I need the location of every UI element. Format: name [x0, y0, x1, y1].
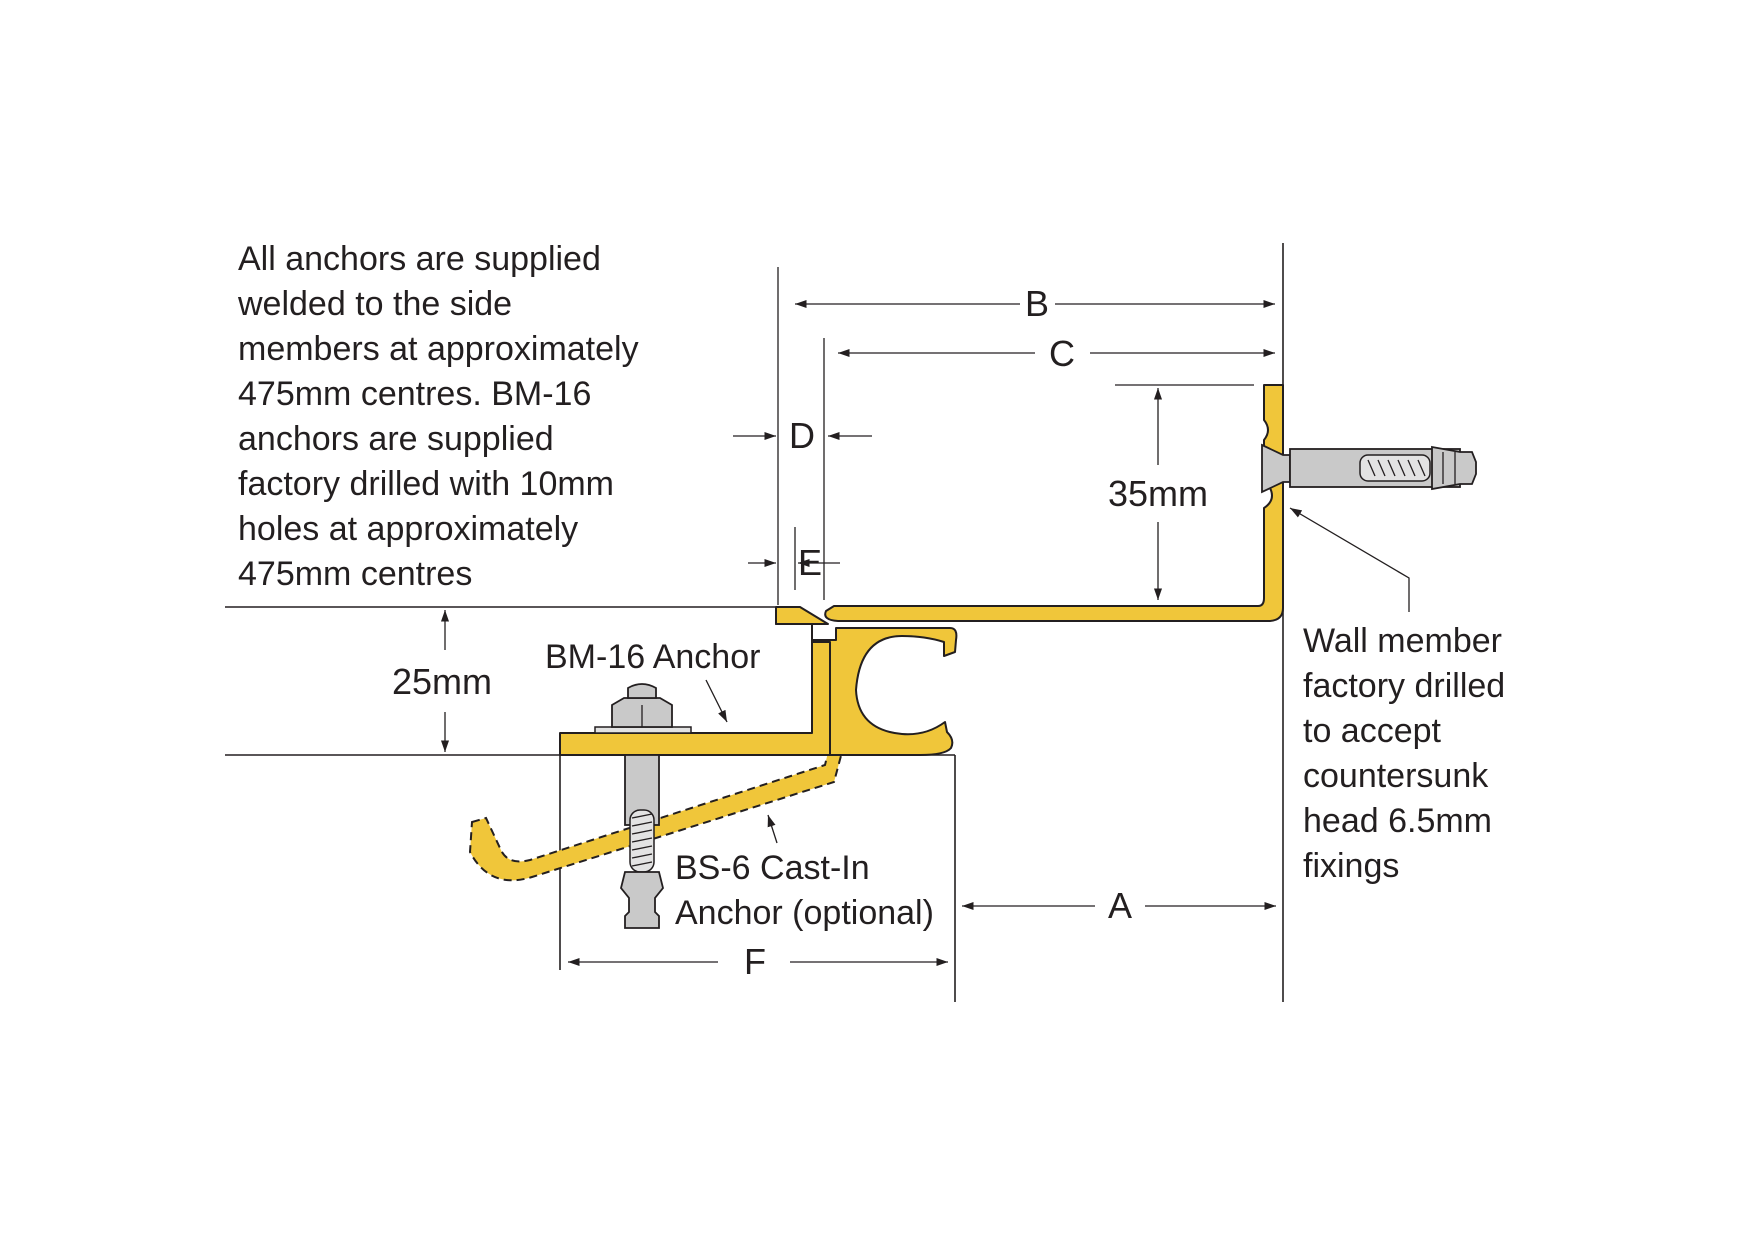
anchors-note-line: holes at approximately — [238, 510, 578, 548]
anchors-note-line: welded to the side — [237, 285, 512, 323]
wall-member-note-line: fixings — [1303, 847, 1399, 885]
dim-d-label: D — [789, 415, 815, 456]
anchors-note-line: anchors are supplied — [238, 420, 554, 458]
anchors-note-line: 475mm centres — [238, 555, 472, 593]
wall-member-note-line: to accept — [1303, 712, 1442, 750]
bs6-anchor-label-line1: BS-6 Cast-In — [675, 849, 870, 887]
dim-25mm-label: 25mm — [392, 661, 492, 702]
dim-a-label: A — [1108, 885, 1132, 926]
dim-b-label: B — [1025, 283, 1049, 324]
wall-member-note-line: factory drilled — [1303, 667, 1505, 705]
anchors-note-line: 475mm centres. BM-16 — [238, 375, 591, 413]
wall-member-profile — [824, 384, 1284, 622]
wall-member-note-line: countersunk — [1303, 757, 1489, 795]
bs6-anchor-label-line2: Anchor (optional) — [675, 894, 934, 932]
wall-fixing-bolt — [1261, 443, 1477, 494]
bm16-leader-arrow — [705, 679, 728, 723]
wall-member-note-line: Wall member — [1303, 622, 1502, 660]
anchors-note-line: members at approximately — [238, 330, 639, 368]
bm16-bolt — [594, 683, 692, 929]
dim-c-label: C — [1049, 333, 1075, 374]
anchors-note: All anchors are supplied welded to the s… — [237, 240, 639, 593]
wall-member-leader-arrow — [1289, 507, 1410, 612]
anchors-note-line: factory drilled with 10mm — [238, 465, 614, 503]
floor-profile — [559, 606, 958, 756]
dim-e-label: E — [798, 542, 822, 583]
bm16-anchor-label: BM-16 Anchor — [545, 638, 760, 676]
dim-35mm-label: 35mm — [1108, 473, 1208, 514]
dim-f-label: F — [744, 941, 766, 982]
bs6-leader-arrow — [767, 814, 778, 844]
wall-member-note-line: head 6.5mm — [1303, 802, 1492, 840]
wall-member-note: Wall member factory drilled to accept co… — [1303, 622, 1505, 885]
anchors-note-line: All anchors are supplied — [238, 240, 601, 278]
